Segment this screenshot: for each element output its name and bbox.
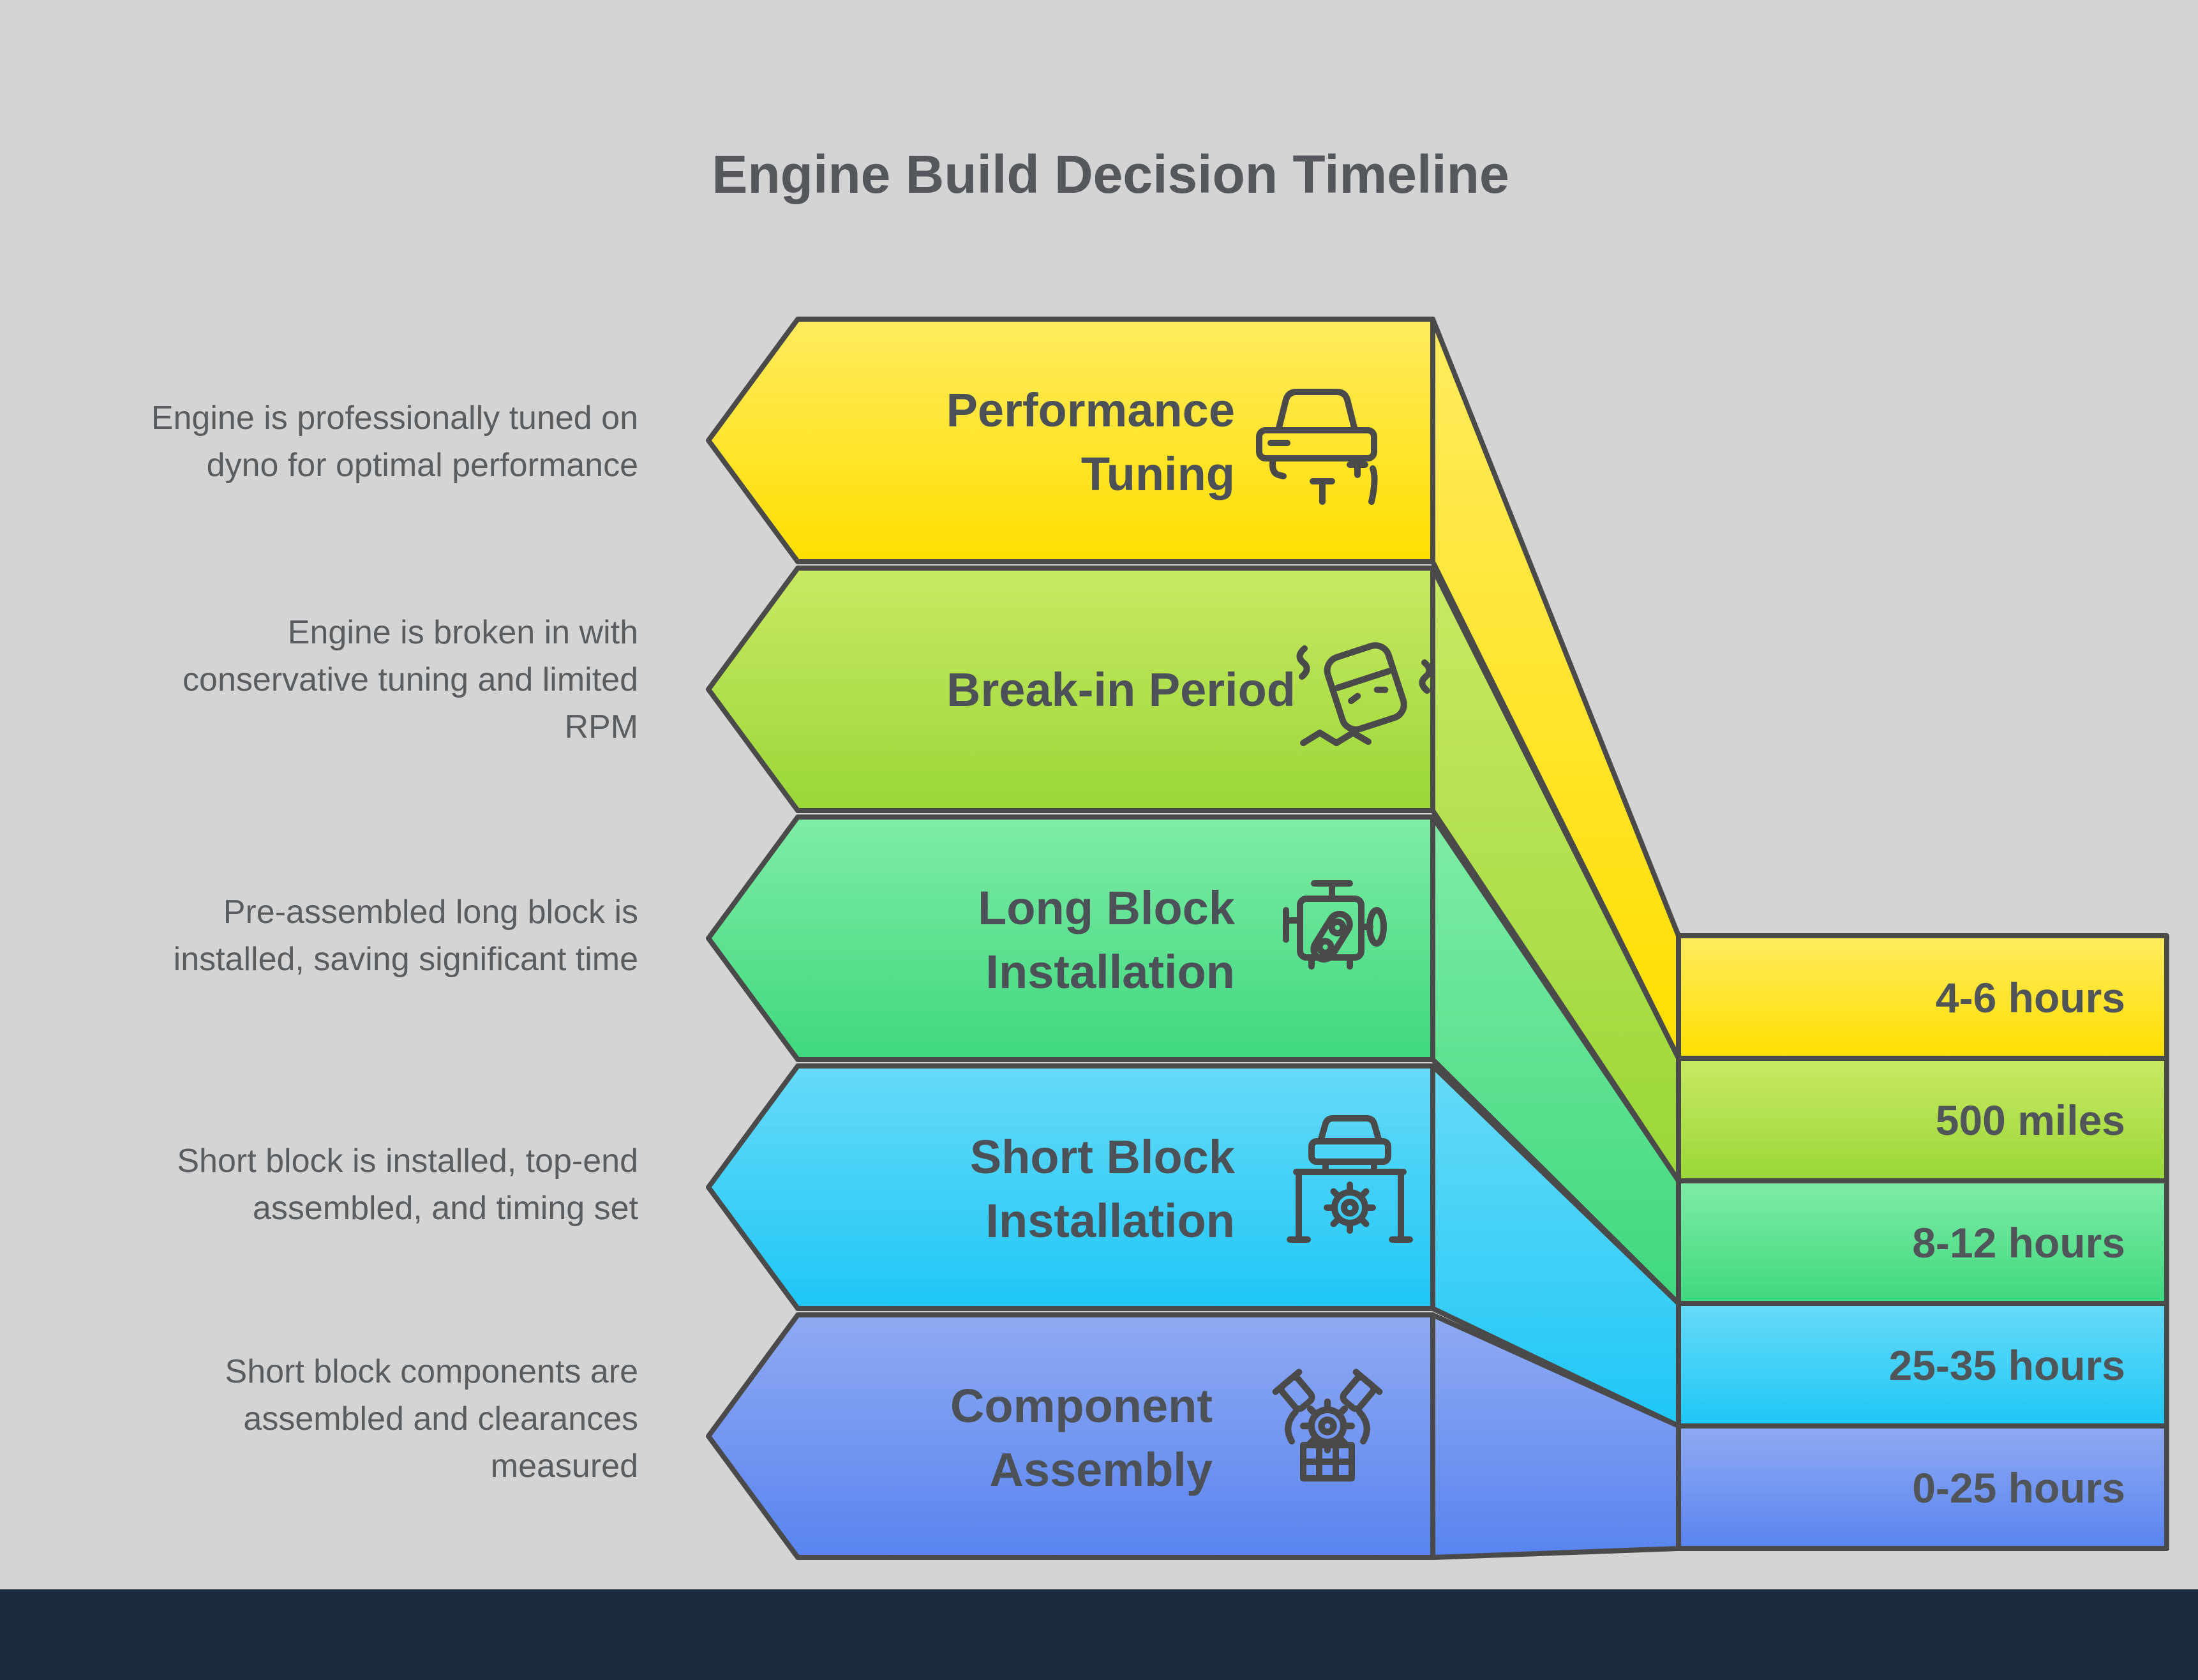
stage-label-performance-tuning: Performance [946,384,1235,437]
stage-label-short-block: Short Block [970,1130,1236,1183]
stage-description-line: RPM [564,709,638,746]
duration-label-performance-tuning: 4-6 hours [1936,974,2125,1021]
stage-label-component-assembly: Assembly [989,1443,1213,1496]
stage-description-line: installed, saving significant time [174,941,638,978]
duration-label-break-in-period: 500 miles [1936,1097,2125,1144]
stage-label-component-assembly: Component [950,1379,1213,1432]
duration-label-component-assembly: 0-25 hours [1912,1464,2125,1511]
page-title: Engine Build Decision Timeline [712,144,1509,204]
bottom-bar [0,1589,2198,1680]
stage-arrow-short-block [706,1063,1435,1311]
stage-label-long-block: Long Block [978,881,1236,934]
duration-box-performance-tuning [1676,933,2169,1061]
stage-descriptions: Engine is professionally tuned on dyno f… [151,400,639,1485]
stage-icons [1256,389,1433,1481]
car-vibration-icon [1296,642,1433,746]
stage-arrow-component-assembly [706,1312,1435,1560]
flow-shapes [706,317,2169,1560]
stage-arrow-break-in-period [706,566,1435,813]
stage-description-line: Short block is installed, top-end [177,1143,638,1180]
stage-label-break-in-period: Break-in Period [946,663,1296,716]
stage-arrow-performance-tuning [706,317,1435,564]
stage-description-line: Pre-assembled long block is [223,894,638,931]
duration-box-component-assembly [1676,1423,2169,1551]
stage-label-short-block: Installation [985,1194,1235,1247]
engine-block-icon [1283,880,1387,970]
duration-labels: 4-6 hours 500 miles 8-12 hours 25-35 hou… [1889,974,2125,1511]
stage-description-line: Short block components are [225,1353,638,1390]
duration-label-long-block: 8-12 hours [1912,1219,2125,1266]
duration-box-long-block [1676,1178,2169,1306]
stage-label-long-block: Installation [985,945,1235,998]
stage-description-line: dyno for optimal performance [207,447,638,484]
stage-description-line: assembled, and timing set [253,1190,639,1227]
stage-description-line: Engine is professionally tuned on [151,400,638,437]
v-engine-icon [1272,1369,1383,1481]
duration-box-break-in-period [1676,1056,2169,1183]
car-tuning-icon [1256,389,1378,505]
stage-arrow-long-block [706,814,1435,1062]
stage-labels: Performance Tuning Break-in Period Long … [946,384,1296,1496]
stage-label-performance-tuning: Tuning [1081,447,1235,500]
stage-description-line: measured [491,1448,638,1485]
duration-box-short-block [1676,1301,2169,1429]
car-lift-icon [1287,1115,1413,1243]
stage-description-line: assembled and clearances [243,1400,638,1437]
duration-label-short-block: 25-35 hours [1889,1342,2125,1389]
stage-description-line: Engine is broken in with [288,614,638,651]
stage-description-line: conservative tuning and limited [183,661,638,698]
